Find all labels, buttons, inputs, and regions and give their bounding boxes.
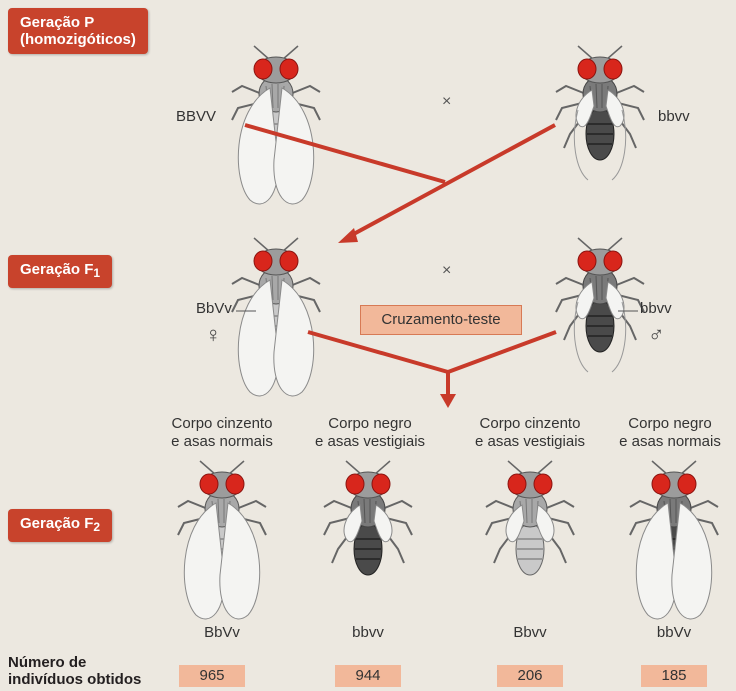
f2-phenotype-1-line2: e asas normais bbox=[152, 433, 292, 451]
f2-phenotype-2: Corpo negro e asas vestigiais bbox=[300, 415, 440, 451]
f2-phenotype-2-line2: e asas vestigiais bbox=[300, 433, 440, 451]
f2-genotype-4: bbVv bbox=[624, 624, 724, 641]
fly-f2-black-vestigial bbox=[324, 461, 412, 575]
f2-phenotype-4-line1: Corpo negro bbox=[604, 415, 736, 433]
female-symbol: ♀ bbox=[205, 322, 222, 348]
f2-phenotype-3-line1: Corpo cinzento bbox=[460, 415, 600, 433]
f2-phenotype-1-line1: Corpo cinzento bbox=[152, 415, 292, 433]
count-1: 965 bbox=[179, 665, 245, 687]
tag-generation-f1: Geração F1 bbox=[8, 255, 112, 288]
f1-left-genotype: BbVv bbox=[196, 300, 232, 317]
f1-right-genotype: bbvv bbox=[640, 300, 672, 317]
count-2: 944 bbox=[335, 665, 401, 687]
tag-f2-sub: 2 bbox=[93, 520, 100, 534]
count-label-line1: Número de bbox=[8, 654, 141, 671]
f2-phenotype-3: Corpo cinzento e asas vestigiais bbox=[460, 415, 600, 451]
fly-f2-gray-vestigial bbox=[486, 461, 574, 575]
f2-phenotype-1: Corpo cinzento e asas normais bbox=[152, 415, 292, 451]
f2-phenotype-2-line1: Corpo negro bbox=[300, 415, 440, 433]
tag-f1-sub: 1 bbox=[93, 266, 100, 280]
testcross-label: Cruzamento-teste bbox=[360, 305, 522, 335]
male-symbol: ♂ bbox=[648, 322, 665, 348]
f2-phenotype-4: Corpo negro e asas normais bbox=[604, 415, 736, 451]
fly-p-male-black-vestigial bbox=[556, 46, 644, 180]
fly-f1-male-black-vestigial bbox=[556, 238, 644, 372]
f1-cross-symbol: × bbox=[442, 262, 451, 280]
tag-p-line2: (homozigóticos) bbox=[20, 31, 136, 48]
f2-genotype-3: Bbvv bbox=[480, 624, 580, 641]
fly-f1-female-gray-normal bbox=[232, 238, 320, 396]
f2-phenotype-3-line2: e asas vestigiais bbox=[460, 433, 600, 451]
fly-f2-gray-normal bbox=[178, 461, 266, 619]
tag-f1-text: Geração F bbox=[20, 261, 93, 278]
count-label-line2: indivíduos obtidos bbox=[8, 671, 141, 688]
tag-p-line1: Geração P bbox=[20, 14, 136, 31]
f2-phenotype-4-line2: e asas normais bbox=[604, 433, 736, 451]
fly-f2-black-normal bbox=[630, 461, 718, 619]
p-left-genotype: BBVV bbox=[176, 108, 216, 125]
tag-f2-text: Geração F bbox=[20, 515, 93, 532]
count-4: 185 bbox=[641, 665, 707, 687]
tag-generation-p: Geração P (homozigóticos) bbox=[8, 8, 148, 54]
f1-cross-arrows bbox=[308, 332, 556, 408]
count-label: Número de indivíduos obtidos bbox=[8, 654, 141, 688]
p-cross-symbol: × bbox=[442, 93, 451, 111]
count-3: 206 bbox=[497, 665, 563, 687]
p-right-genotype: bbvv bbox=[658, 108, 690, 125]
f2-genotype-2: bbvv bbox=[318, 624, 418, 641]
f2-genotype-1: BbVv bbox=[172, 624, 272, 641]
tag-generation-f2: Geração F2 bbox=[8, 509, 112, 542]
